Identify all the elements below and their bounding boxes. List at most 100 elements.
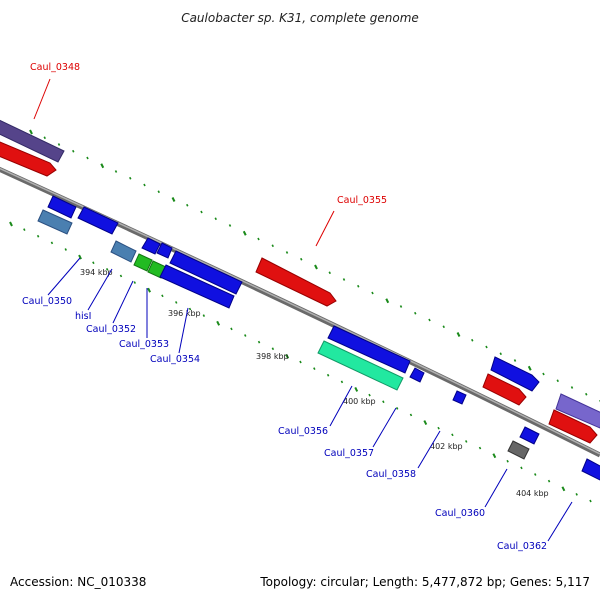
tick-mark <box>57 143 61 146</box>
tick-mark <box>385 298 390 304</box>
tick-mark <box>399 305 403 308</box>
gene-label-hisI[interactable]: hisI <box>75 311 91 322</box>
tick-mark <box>257 237 260 241</box>
gene-hisI-cds[interactable] <box>110 240 137 263</box>
tick-label-400: 400 kbp <box>343 397 376 406</box>
tick-mark <box>105 267 109 271</box>
tick-mark <box>50 241 54 245</box>
tick-mark <box>214 217 217 221</box>
gene-label-caul-0350[interactable]: Caul_0350 <box>22 296 72 307</box>
gene-caul-0350-cds[interactable] <box>37 209 73 235</box>
gene-caul-0356-cds[interactable] <box>327 325 411 374</box>
gene-labels: Caul_0348 Caul_0355 Caul_0350 hisI Caul_… <box>22 62 547 552</box>
tick-mark <box>216 320 221 326</box>
tick-mark <box>342 278 346 281</box>
tick-mark <box>285 353 290 359</box>
tick-mark <box>570 386 574 389</box>
gene-label-caul-0358[interactable]: Caul_0358 <box>366 469 416 480</box>
tick-mark <box>340 380 344 384</box>
gene-label-caul-0355[interactable]: Caul_0355 <box>337 195 387 206</box>
tick-mark <box>161 294 164 298</box>
gene-caul-0351-cds[interactable] <box>77 206 119 235</box>
gene-label-caul-0352[interactable]: Caul_0352 <box>86 324 136 335</box>
tick-mark <box>499 352 502 356</box>
tick-mark <box>133 281 137 284</box>
tick-mark <box>314 264 318 270</box>
tick-mark <box>575 493 578 496</box>
gene-caul-0357b-cds[interactable] <box>409 367 425 383</box>
tick-mark <box>64 248 67 251</box>
gene-caul-0352-cds[interactable] <box>133 253 153 272</box>
gene-caul-0359b-cds[interactable] <box>519 426 540 445</box>
tick-mark <box>36 234 40 238</box>
tick-mark <box>478 446 482 450</box>
tick-mark <box>78 254 82 260</box>
gene-caul-0354a-cds[interactable] <box>169 250 243 295</box>
tick-mark <box>471 338 474 342</box>
tick-mark <box>202 314 206 318</box>
tick-mark <box>300 257 303 261</box>
gene-caul-0358-cds[interactable] <box>452 390 467 405</box>
gene-label-caul-0357[interactable]: Caul_0357 <box>324 448 374 459</box>
tick-marks-outer <box>29 129 600 403</box>
tick-mark <box>188 307 192 311</box>
tick-mark <box>23 228 26 231</box>
tick-mark <box>354 387 359 392</box>
tick-mark <box>395 406 399 410</box>
tick-mark <box>313 367 316 370</box>
forward-strand-genes <box>0 118 600 444</box>
tick-mark <box>513 359 517 362</box>
tick-mark <box>326 373 330 377</box>
tick-mark <box>230 327 233 331</box>
tick-mark <box>492 453 497 459</box>
gene-caul-0362-cds[interactable] <box>581 458 600 481</box>
tick-mark <box>174 301 178 304</box>
tick-mark <box>119 274 123 278</box>
tick-mark <box>147 287 151 293</box>
gene-caul-0360-cds[interactable] <box>507 440 530 460</box>
tick-mark <box>9 221 13 227</box>
tick-mark <box>561 486 566 492</box>
tick-mark <box>409 413 413 417</box>
tick-label-398: 398 kbp <box>256 352 289 361</box>
gene-caul-0359-cds[interactable] <box>490 356 540 392</box>
tick-mark <box>357 284 360 288</box>
tick-label-402: 402 kbp <box>430 442 463 451</box>
gene-label-caul-0362[interactable]: Caul_0362 <box>497 541 547 552</box>
tick-mark <box>547 479 551 483</box>
gene-label-caul-0360[interactable]: Caul_0360 <box>435 508 485 519</box>
tick-mark <box>442 325 445 329</box>
gene-caul-0355-cds[interactable] <box>255 257 337 307</box>
tick-mark <box>534 473 537 476</box>
gene-caul-0357-cds[interactable] <box>317 340 404 391</box>
tick-mark <box>556 379 559 383</box>
tick-mark <box>585 392 588 396</box>
tick-mark <box>328 271 331 275</box>
gene-caul-0363-cds[interactable] <box>555 393 600 429</box>
gene-caul-0354-cds[interactable] <box>159 264 235 309</box>
gene-caul-0349-cds[interactable] <box>0 140 57 177</box>
tick-mark <box>299 360 302 364</box>
tick-mark <box>186 203 189 207</box>
tick-mark <box>129 176 132 180</box>
gene-caul-0352a-cds[interactable] <box>141 237 161 255</box>
tick-mark <box>100 163 105 169</box>
gene-label-caul-0348[interactable]: Caul_0348 <box>30 62 80 73</box>
gene-caul-0348-cds[interactable] <box>0 118 65 163</box>
tick-mark <box>244 334 247 337</box>
gene-caul-0349b-cds[interactable] <box>47 195 77 219</box>
gene-label-caul-0353[interactable]: Caul_0353 <box>119 339 169 350</box>
gene-label-caul-0354[interactable]: Caul_0354 <box>150 354 200 365</box>
tick-mark <box>242 230 247 236</box>
tick-mark <box>86 156 89 160</box>
tick-mark <box>29 129 33 135</box>
tick-mark <box>257 340 261 344</box>
tick-label-394: 394 kbp <box>80 268 113 277</box>
gene-caul-0352b-cds[interactable] <box>156 242 173 259</box>
gene-caul-0364-cds[interactable] <box>548 409 598 444</box>
gene-caul-0361-cds[interactable] <box>482 373 527 406</box>
tick-mark <box>542 372 545 376</box>
gene-label-caul-0356[interactable]: Caul_0356 <box>278 426 328 437</box>
tick-label-404: 404 kbp <box>516 489 549 498</box>
